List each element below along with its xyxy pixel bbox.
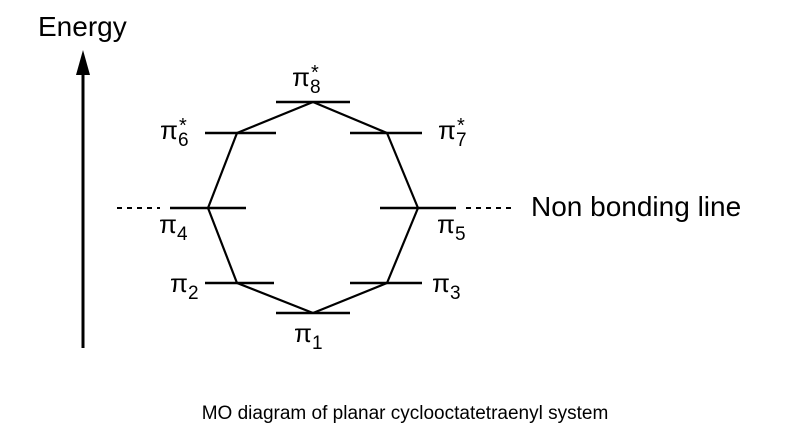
edge-pi2-pi4 bbox=[206, 207, 239, 284]
label-pi1: π1 bbox=[294, 318, 323, 354]
diagram-caption: MO diagram of planar cyclooctatetraenyl … bbox=[201, 403, 609, 424]
label-pi5: π5 bbox=[437, 209, 466, 245]
label-pi7-star: * bbox=[457, 115, 465, 137]
edge-pi4-pi6 bbox=[206, 132, 239, 209]
label-pi2: π2 bbox=[170, 268, 199, 304]
label-pi3: π3 bbox=[432, 268, 461, 304]
orbital-labels: π1 π2 π3 π4 π5 π6 * π7 * π8 * bbox=[159, 62, 467, 354]
edge-pi1-pi2 bbox=[236, 281, 314, 315]
orbital-levels bbox=[170, 100, 456, 315]
edge-pi6-pi8 bbox=[236, 100, 314, 135]
energy-axis-arrowhead bbox=[76, 50, 90, 75]
label-pi8: π8 bbox=[292, 62, 321, 98]
label-pi7: π7 bbox=[438, 115, 467, 151]
energy-axis-label: Energy bbox=[38, 11, 127, 42]
label-pi8-star: * bbox=[311, 62, 319, 84]
edge-pi7-pi8 bbox=[312, 100, 388, 135]
edge-pi5-pi7 bbox=[385, 132, 420, 209]
label-pi6-star: * bbox=[179, 115, 187, 137]
label-pi4: π4 bbox=[159, 209, 188, 245]
non-bonding-label: Non bonding line bbox=[531, 191, 741, 222]
edge-pi1-pi3 bbox=[312, 281, 388, 315]
label-pi6: π6 bbox=[160, 115, 189, 151]
edge-pi3-pi5 bbox=[385, 207, 420, 284]
octagon-connectors bbox=[206, 100, 420, 315]
